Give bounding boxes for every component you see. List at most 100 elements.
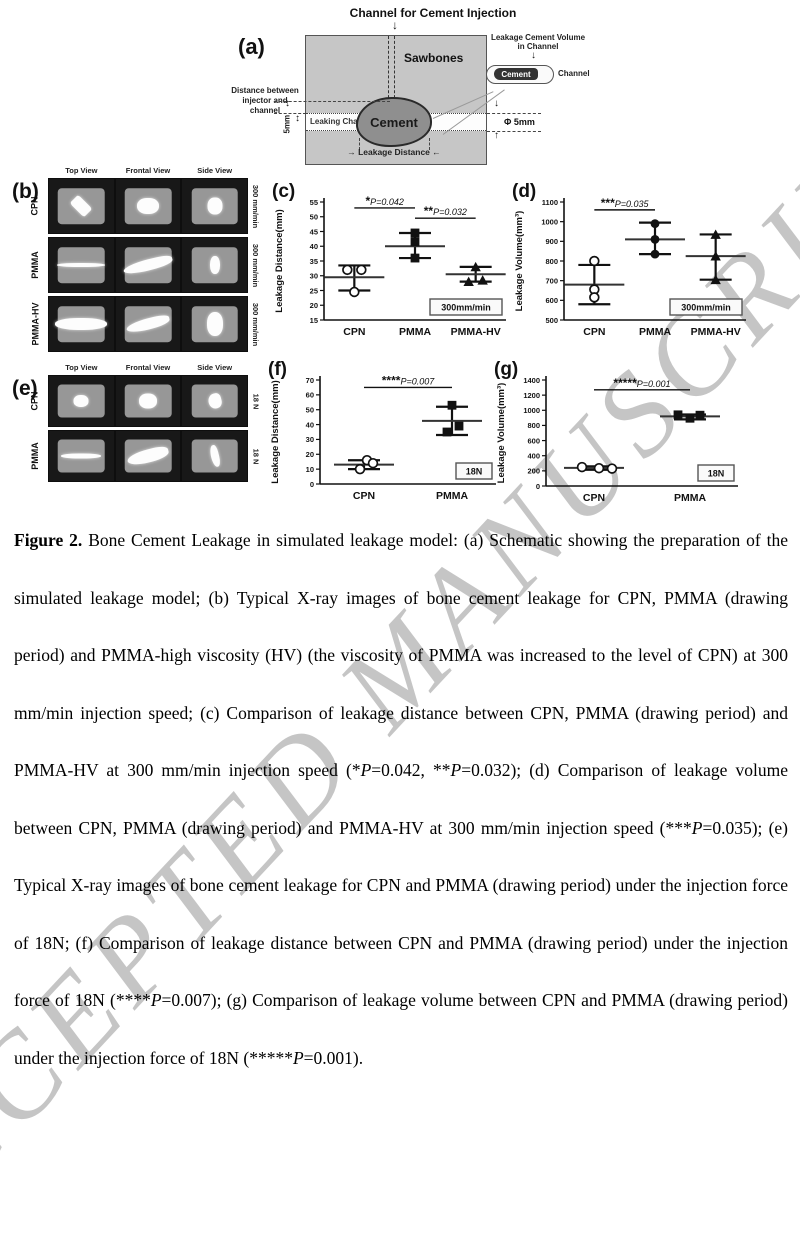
y-tick-label: 200 [527,467,540,476]
xray-row: PMMA-HV 300 mm/min [22,296,268,352]
xray-cells [48,237,248,293]
data-point-square [695,410,705,420]
y-tick-label: 45 [310,227,318,236]
data-point-circle-open [354,463,366,475]
figure-caption: Figure 2. Bone Cement Leakage in simulat… [14,512,788,1087]
panel-a-label: (a) [238,34,265,59]
injector-level-dashline [274,101,390,102]
y-tick-label: 800 [527,421,540,430]
injection-condition-text: 300 mm/min [251,243,261,287]
y-tick-label: 50 [310,213,318,222]
data-point-triangle [470,261,481,272]
row-label-text: CPN [29,196,40,216]
condition-box [455,462,493,480]
xray-cells [48,430,248,482]
y-tick-label: 600 [527,436,540,445]
xray-image [182,179,248,233]
xray-cells [48,296,248,352]
injection-condition-text: 18 N [251,393,261,409]
down-arrow-icon: ↓ [531,50,536,61]
caption-text: P [292,1047,304,1068]
y-tick-label: 0 [536,482,540,491]
y-tick-label: 40 [306,420,314,429]
y-axis-title: Leakage Distance(mm) [270,380,281,483]
cement-blob [206,312,223,336]
xray-image [115,376,181,426]
xray-image [49,238,114,292]
significance-pvalue: P=0.042 [370,197,404,207]
significance-label: ***P=0.035 [601,196,650,210]
y-tick-label: 600 [545,296,558,305]
caption-text: =0.035); (e) Typical X-ray images of bon… [14,817,788,1011]
leakage-distance-dimension: → Leakage Distance ← [324,147,464,157]
significance-pvalue: P=0.032 [433,207,467,217]
panel-label: (d) [512,182,536,202]
leaking-channel-label: Leaking Channel [310,117,375,126]
xray-image [49,431,114,481]
significance-stars: **** [382,373,401,387]
significance-label: *****P=0.001 [613,376,670,390]
cement-blob [57,263,106,267]
y-tick-label: 1000 [541,217,558,226]
data-point-triangle [710,251,721,261]
caption-text: P [360,760,372,780]
data-point-circle-open [606,463,618,474]
injection-condition: 300 mm/min [248,237,264,293]
cement-blob [73,395,89,407]
row-label: PMMA [22,430,48,482]
column-header: Frontal View [125,363,171,372]
condition-label: 18N [466,467,483,477]
right-arrow-icon: → [347,147,356,157]
panel-label: (g) [494,360,518,380]
y-tick-label: 1100 [542,198,558,207]
y-tick-label: 800 [545,257,558,266]
significance-stars: * [365,194,370,208]
data-point-square [685,413,695,423]
significance-label: ****P=0.007 [382,373,435,387]
row-label: PMMA [22,237,48,293]
row-label-text: PMMA [30,251,40,279]
panel-label: (f) [268,360,287,380]
x-category-label: PMMA [674,492,706,504]
y-tick-label: 1400 [523,376,540,385]
x-category-label: CPN [583,492,605,504]
schematic-title: Channel for Cement Injection [349,6,517,20]
x-category-label: PMMA [399,326,431,338]
condition-label: 18N [708,469,725,479]
data-point-square [410,253,420,263]
column-header: Top View [65,363,98,372]
caption-text: =0.007); (g) Comparison of leakage volum… [14,990,788,1068]
data-point-circle [650,219,660,229]
row-label: PMMA-HV [22,296,48,352]
caption-text: =0.032); (d) Comparison of leakage volum… [14,760,788,838]
y-tick-label: 30 [310,272,318,281]
y-tick-label: 70 [306,376,314,385]
x-category-label: PMMA [639,326,671,338]
xray-image [49,297,114,351]
data-point-triangle [710,274,721,285]
channel-top-dashline [274,113,306,114]
caption-text: =0.042, ** [371,760,451,780]
injection-condition: 300 mm/min [248,178,264,234]
y-tick-label: 1000 [523,406,540,415]
significance-stars: ***** [613,376,637,390]
injection-condition-text: 300 mm/min [251,184,261,228]
data-point-circle [650,234,660,244]
y-tick-label: 60 [306,391,314,400]
caption-text: P [150,990,162,1010]
cement-blob [61,453,102,459]
data-point-square [454,421,464,431]
significance-pvalue: P=0.035 [615,199,650,209]
injection-condition-text: 300 mm/min [251,302,261,346]
significance-pvalue: P=0.007 [400,376,435,386]
x-category-label: PMMA [436,490,468,502]
